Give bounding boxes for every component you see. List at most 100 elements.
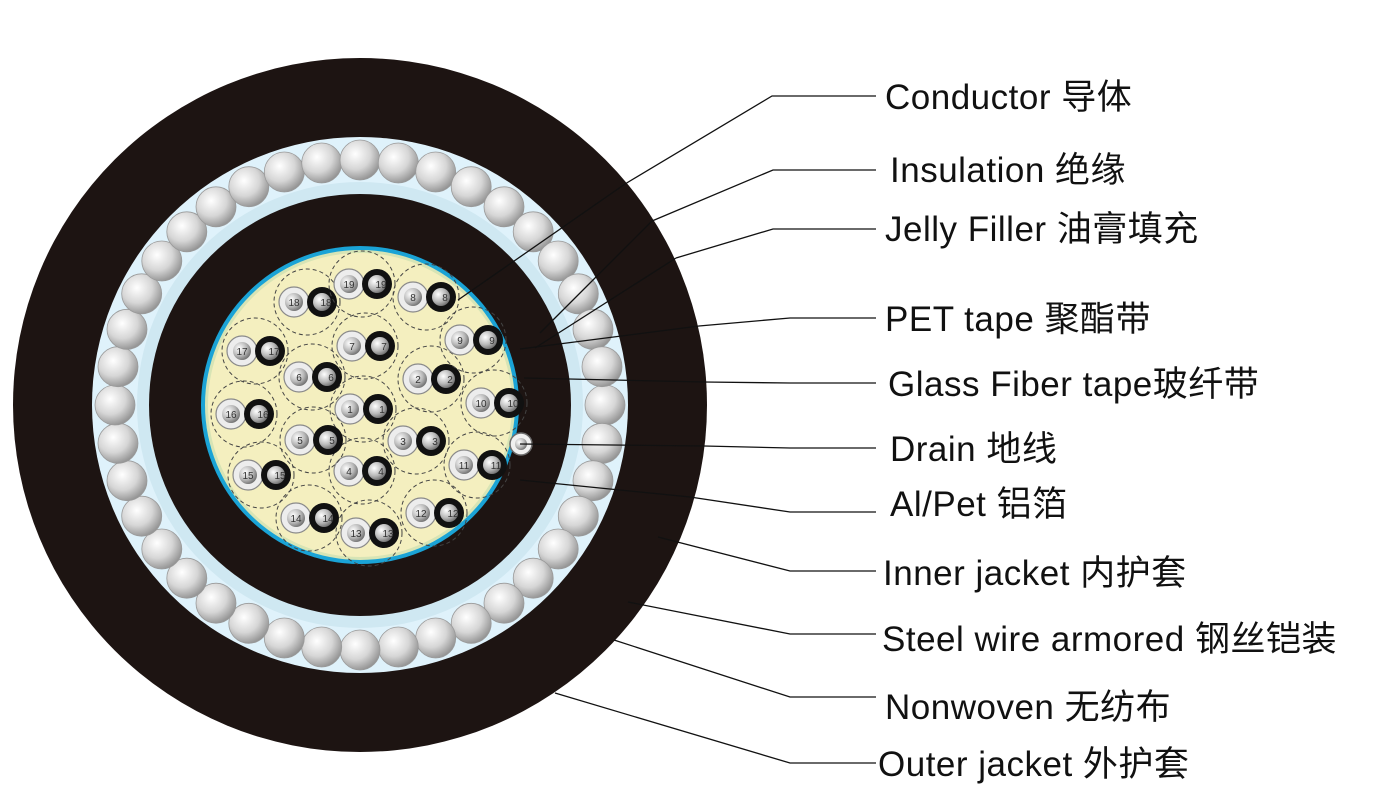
white-insulated-core-icon xyxy=(334,393,366,425)
white-insulated-core-icon xyxy=(448,449,480,481)
steel-wire-icon xyxy=(483,582,525,624)
steel-wire-icon xyxy=(141,528,183,570)
label-drain: Drain 地线 xyxy=(890,430,1058,469)
pair-number: 17 xyxy=(268,347,280,358)
label-jelly-filler: Jelly Filler 油膏填充 xyxy=(885,210,1199,249)
steel-wire-icon xyxy=(450,602,492,644)
pair-number: 18 xyxy=(288,298,300,309)
steel-wire-icon xyxy=(121,495,163,537)
steel-wire-icon xyxy=(537,240,579,282)
pair-number: 8 xyxy=(442,293,448,304)
steel-wire-icon xyxy=(483,186,525,228)
steel-wire-icon xyxy=(195,582,237,624)
steel-wire-icon xyxy=(377,626,419,668)
white-insulated-core-icon xyxy=(333,455,365,487)
steel-wire-icon xyxy=(512,557,554,599)
pair-number: 19 xyxy=(375,280,387,291)
pair-number: 1 xyxy=(347,405,353,416)
black-insulated-core-icon xyxy=(477,450,507,480)
pair-number: 11 xyxy=(459,461,470,472)
steel-wire-icon xyxy=(228,166,270,208)
steel-wire-icon xyxy=(195,186,237,228)
steel-wire-icon xyxy=(415,617,457,659)
label-outer-jacket: Outer jacket 外护套 xyxy=(878,745,1190,784)
steel-wire-icon xyxy=(301,626,343,668)
leader-line xyxy=(613,639,876,698)
black-insulated-core-icon xyxy=(362,456,392,486)
pair-number: 15 xyxy=(242,471,254,482)
pair-number: 2 xyxy=(415,375,421,386)
black-insulated-core-icon xyxy=(416,426,446,456)
pair-number: 4 xyxy=(378,467,384,478)
white-insulated-core-icon xyxy=(333,268,365,300)
label-inner-jacket: Inner jacket 内护套 xyxy=(883,554,1187,593)
steel-wire-icon xyxy=(301,142,343,184)
steel-wire-icon xyxy=(166,557,208,599)
black-insulated-core-icon xyxy=(261,460,291,490)
pair-number: 3 xyxy=(400,437,406,448)
steel-wire-icon xyxy=(263,151,305,193)
steel-wire-icon xyxy=(106,460,148,502)
steel-wire-icon xyxy=(377,142,419,184)
pair-number: 7 xyxy=(349,342,355,353)
white-insulated-core-icon xyxy=(336,330,368,362)
white-insulated-core-icon xyxy=(405,497,437,529)
steel-wire-icon xyxy=(166,211,208,253)
white-insulated-core-icon xyxy=(340,517,372,549)
leader-lines xyxy=(457,95,876,764)
white-insulated-core-icon xyxy=(284,424,316,456)
steel-wire-icon xyxy=(572,308,614,350)
label-al-pet: Al/Pet 铝箔 xyxy=(890,485,1068,524)
label-steel-wire-armored: Steel wire armored 钢丝铠装 xyxy=(882,620,1337,659)
black-insulated-core-icon xyxy=(255,336,285,366)
pair-number: 10 xyxy=(507,399,519,410)
white-insulated-core-icon xyxy=(465,387,497,419)
steel-wire-icon xyxy=(106,308,148,350)
black-insulated-core-icon xyxy=(369,518,399,548)
black-insulated-core-icon xyxy=(431,364,461,394)
pair-number: 6 xyxy=(328,373,334,384)
white-insulated-core-icon xyxy=(444,324,476,356)
black-insulated-core-icon xyxy=(426,282,456,312)
leader-line xyxy=(519,325,700,350)
black-insulated-core-icon xyxy=(473,325,503,355)
pair-number: 18 xyxy=(320,298,332,309)
steel-wire-icon xyxy=(537,528,579,570)
leader-line xyxy=(539,220,653,334)
label-insulation: Insulation 绝缘 xyxy=(890,151,1127,190)
black-insulated-core-icon xyxy=(312,362,342,392)
steel-wire-icon xyxy=(415,151,457,193)
leader-line xyxy=(651,169,876,222)
leader-line xyxy=(627,601,876,635)
steel-wire-icon xyxy=(97,422,139,464)
steel-wire-icon xyxy=(339,139,381,181)
white-insulated-core-icon xyxy=(232,459,264,491)
leader-line xyxy=(675,228,876,259)
pair-number: 2 xyxy=(447,375,453,386)
steel-wire-icon xyxy=(339,629,381,671)
steel-wire-icon xyxy=(141,240,183,282)
leader-line xyxy=(698,317,876,327)
leader-line xyxy=(534,257,677,349)
leader-line xyxy=(519,443,705,447)
pair-number: 14 xyxy=(290,514,302,525)
steel-wire-icon xyxy=(581,346,623,388)
steel-wire-icon xyxy=(572,460,614,502)
steel-wire-icon xyxy=(263,617,305,659)
leader-line xyxy=(519,479,691,498)
pair-number: 12 xyxy=(415,509,427,520)
leader-line xyxy=(657,536,876,572)
